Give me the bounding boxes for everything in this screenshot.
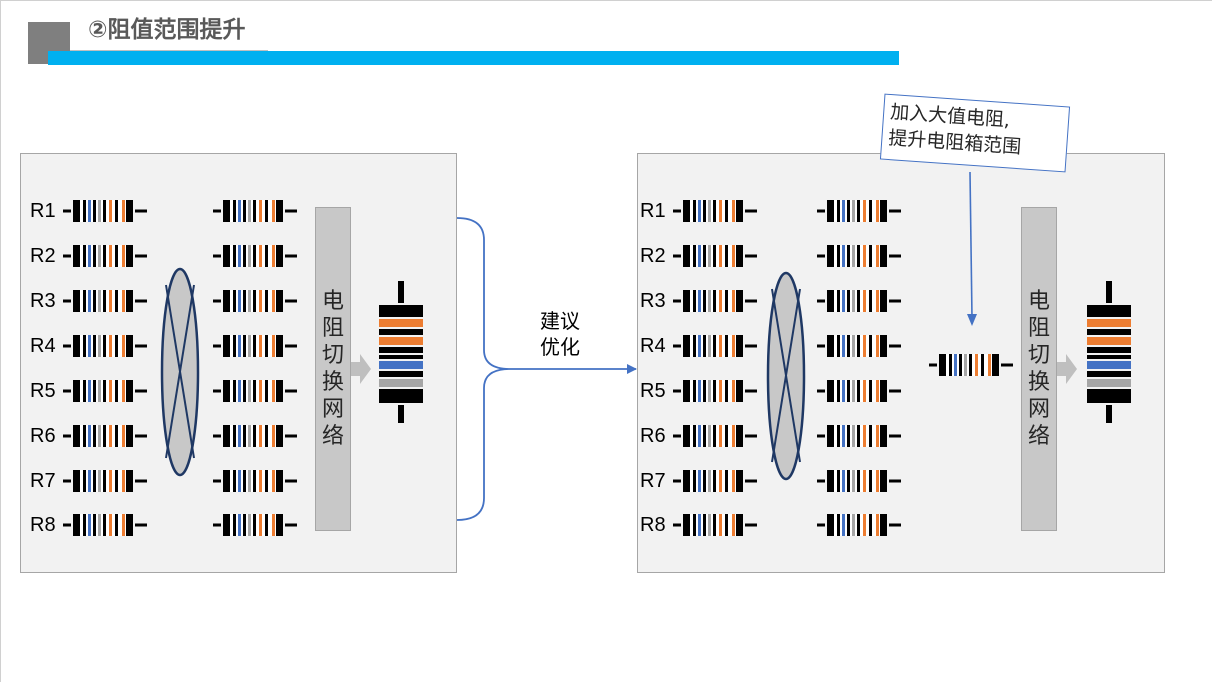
resistor-label-r6: R6	[640, 425, 666, 447]
right-resistor-a-7	[673, 470, 757, 492]
right-resistor-b-7	[817, 470, 901, 492]
left-resistor-a-8	[63, 514, 147, 536]
right-resistor-b-6	[817, 425, 901, 447]
brace-connector	[456, 217, 636, 521]
left-switch-network-label: 电阻切换网络	[321, 289, 344, 449]
left-resistor-b-4	[213, 335, 297, 357]
left-equivalent-resistor	[379, 281, 423, 423]
left-resistor-b-1	[213, 200, 297, 222]
resistor-label-r5: R5	[640, 380, 666, 402]
callout-arrow-line	[969, 171, 973, 319]
right-resistor-a-2	[673, 245, 757, 267]
resistor-label-r2: R2	[640, 245, 666, 267]
right-resistor-a-4	[673, 335, 757, 357]
left-switch-network-box	[315, 207, 351, 531]
right-resistor-b-4	[817, 335, 901, 357]
optimize-label-line2: 优化	[540, 335, 580, 359]
right-resistor-b-3	[817, 290, 901, 312]
optimize-label: 建议 优化	[530, 308, 590, 360]
left-resistor-a-1	[63, 200, 147, 222]
right-resistor-b-8	[817, 514, 901, 536]
left-output-arrow	[351, 354, 371, 384]
right-resistor-a-3	[673, 290, 757, 312]
right-resistor-a-6	[673, 425, 757, 447]
title-underline	[28, 50, 268, 51]
callout-arrowhead	[967, 314, 977, 326]
left-resistor-a-3	[63, 290, 147, 312]
resistor-label-r8: R8	[640, 514, 666, 536]
brace-arrowhead	[627, 364, 637, 374]
resistor-label-r5: R5	[30, 380, 56, 402]
left-resistor-b-6	[213, 425, 297, 447]
left-selector-ellipse	[160, 267, 200, 477]
resistor-label-r8: R8	[30, 514, 56, 536]
right-resistor-b-5	[817, 380, 901, 402]
left-resistor-b-3	[213, 290, 297, 312]
resistor-label-r4: R4	[640, 335, 666, 357]
right-switch-network-box	[1021, 207, 1057, 531]
callout-note: 加入大值电阻, 提升电阻箱范围	[879, 93, 1071, 173]
resistor-label-r1: R1	[30, 200, 56, 222]
page-title: ②阻值范围提升	[88, 17, 246, 43]
resistor-label-r2: R2	[30, 245, 56, 267]
right-resistor-a-8	[673, 514, 757, 536]
left-resistor-b-7	[213, 470, 297, 492]
right-output-arrow	[1057, 354, 1077, 384]
left-resistor-b-2	[213, 245, 297, 267]
right-resistor-a-5	[673, 380, 757, 402]
left-resistor-b-8	[213, 514, 297, 536]
right-resistor-b-1	[817, 200, 901, 222]
right-selector-ellipse	[766, 271, 806, 481]
resistor-label-r6: R6	[30, 425, 56, 447]
right-switch-network-label: 电阻切换网络	[1027, 289, 1050, 449]
optimize-label-line1: 建议	[540, 309, 580, 333]
left-resistor-a-2	[63, 245, 147, 267]
left-resistor-a-6	[63, 425, 147, 447]
right-resistor-b-2	[817, 245, 901, 267]
resistor-label-r7: R7	[640, 470, 666, 492]
left-resistor-a-4	[63, 335, 147, 357]
resistor-label-r3: R3	[640, 290, 666, 312]
left-resistor-b-5	[213, 380, 297, 402]
title-accent-bar	[48, 51, 899, 65]
right-resistor-a-1	[673, 200, 757, 222]
added-large-resistor	[929, 354, 1013, 376]
resistor-label-r3: R3	[30, 290, 56, 312]
right-panel	[637, 153, 1165, 573]
right-equivalent-resistor	[1087, 281, 1131, 423]
left-resistor-a-7	[63, 470, 147, 492]
resistor-label-r1: R1	[640, 200, 666, 222]
resistor-label-r7: R7	[30, 470, 56, 492]
left-resistor-a-5	[63, 380, 147, 402]
resistor-label-r4: R4	[30, 335, 56, 357]
